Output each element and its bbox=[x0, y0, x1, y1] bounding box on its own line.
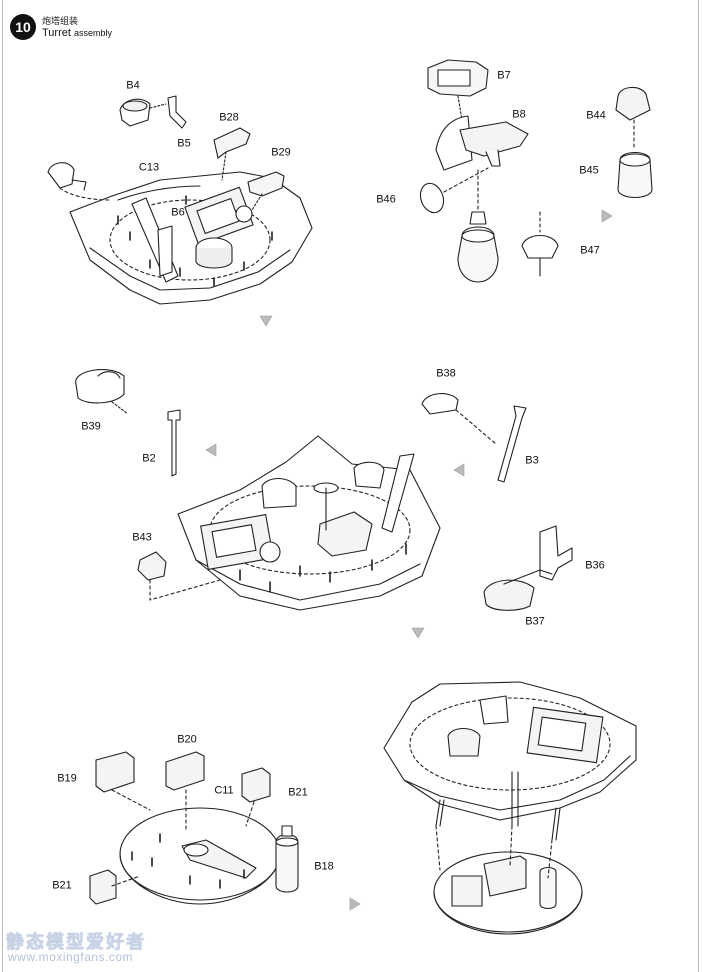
label-b7: B7 bbox=[497, 69, 511, 82]
label-b5: B5 bbox=[177, 137, 191, 150]
page-edge-right bbox=[698, 0, 699, 972]
label-b47: B47 bbox=[580, 244, 600, 257]
label-b45: B45 bbox=[579, 164, 599, 177]
label-b19: B19 bbox=[57, 772, 77, 785]
complete-turret-basket bbox=[383, 681, 637, 935]
turret-floor-subassembly-2 bbox=[75, 369, 573, 611]
label-b44: B44 bbox=[586, 109, 606, 122]
label-b4: B4 bbox=[126, 79, 140, 92]
watermark: 静态模型爱好者 www.moxingfans.com bbox=[6, 928, 226, 968]
turret-basket-floor-subassembly bbox=[89, 751, 299, 905]
label-b36: B36 bbox=[585, 559, 605, 572]
label-b18: B18 bbox=[314, 860, 334, 873]
watermark-chinese: 静态模型爱好者 bbox=[6, 932, 146, 952]
label-c13: C13 bbox=[138, 161, 160, 174]
label-c11: C11 bbox=[214, 784, 234, 797]
label-b43: B43 bbox=[132, 531, 152, 544]
label-b8: B8 bbox=[512, 108, 526, 121]
label-b28: B28 bbox=[219, 111, 239, 124]
seat-subassembly bbox=[419, 59, 653, 283]
label-b29: B29 bbox=[271, 146, 291, 159]
step-header: 10 炮塔组装 Turret assembly bbox=[10, 12, 210, 42]
label-b37: B37 bbox=[525, 615, 545, 628]
step-arrows bbox=[205, 209, 613, 911]
label-b46: B46 bbox=[376, 193, 396, 206]
turret-floor-subassembly-1 bbox=[47, 95, 313, 305]
step-title-english: Turret assembly bbox=[42, 27, 112, 39]
label-b3: B3 bbox=[525, 454, 539, 467]
label-b21-bottom: B21 bbox=[52, 879, 72, 892]
label-b21-top: B21 bbox=[288, 786, 308, 799]
label-b2: B2 bbox=[142, 452, 156, 465]
label-b38: B38 bbox=[436, 367, 456, 380]
step-number-badge: 10 bbox=[10, 14, 36, 40]
step-title-english-main: Turret bbox=[42, 27, 71, 39]
step-title-english-small: assembly bbox=[74, 28, 113, 38]
step-title-chinese: 炮塔组装 bbox=[42, 16, 79, 26]
page-edge-left bbox=[2, 0, 3, 972]
label-b20: B20 bbox=[177, 733, 197, 746]
label-b6: B6 bbox=[171, 206, 185, 219]
watermark-url: www.moxingfans.com bbox=[8, 950, 134, 964]
label-b39: B39 bbox=[81, 420, 101, 433]
